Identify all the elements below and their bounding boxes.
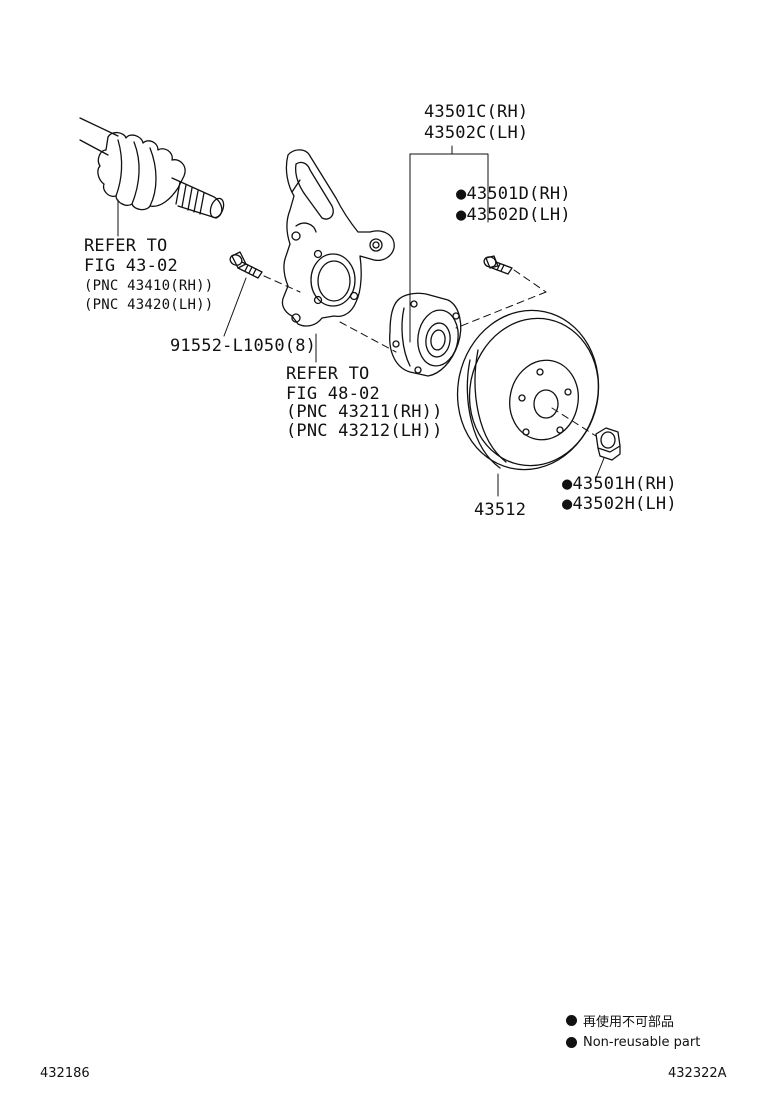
driveshaft-refer-line4: (PNC 43420(LH)) <box>84 297 214 313</box>
nut-lh: ●43502H(LH) <box>562 494 677 515</box>
hub-bolt-lh-text: 43502D(LH) <box>466 205 571 225</box>
hub-bolt-rh: ●43501D(RH) <box>456 184 571 205</box>
knuckle-refer-line4: (PNC 43212(LH)) <box>286 421 443 441</box>
disc-part-number: 43512 <box>474 500 527 520</box>
assembly-lines <box>263 269 597 437</box>
nut-lh-text: 43502H(LH) <box>572 494 677 514</box>
nut-rh: ●43501H(RH) <box>562 474 677 495</box>
hub-assy-lh: 43502C(LH) <box>424 123 529 143</box>
legend-row-en: Non-reusable part <box>566 1031 700 1053</box>
hub-bearing <box>389 145 489 377</box>
driveshaft-refer-line1: REFER TO <box>84 236 168 256</box>
legend: 再使用不可部品 Non-reusable part <box>566 1009 700 1053</box>
hub-bolt-lh: ●43502D(LH) <box>456 205 571 226</box>
non-reusable-mark: ● <box>456 184 467 204</box>
bullet-icon <box>566 1014 577 1026</box>
hub-nut <box>595 427 621 479</box>
drive-shaft <box>79 117 225 237</box>
bolt-part-number: 91552-L1050(8) <box>170 336 317 356</box>
legend-jp-text: 再使用不可部品 <box>583 1014 675 1030</box>
non-reusable-mark: ● <box>562 474 573 494</box>
non-reusable-mark: ● <box>562 494 573 514</box>
bullet-icon <box>566 1036 577 1048</box>
legend-en-text: Non-reusable part <box>583 1034 701 1050</box>
driveshaft-refer-line2: FIG 43-02 <box>84 256 178 276</box>
brake-disc <box>456 309 600 497</box>
knuckle-bolt <box>223 251 263 337</box>
knuckle-refer-line1: REFER TO <box>286 364 370 384</box>
driveshaft-refer-line3: (PNC 43410(RH)) <box>84 278 214 294</box>
hub-bolt <box>483 255 513 275</box>
hub-assy-rh: 43501C(RH) <box>424 102 529 122</box>
knuckle-refer-line3: (PNC 43211(RH)) <box>286 402 443 422</box>
nut-rh-text: 43501H(RH) <box>572 474 677 494</box>
legend-row-jp: 再使用不可部品 <box>566 1009 700 1031</box>
knuckle-refer-line2: FIG 48-02 <box>286 384 380 404</box>
footer-right-code: 432322A <box>668 1066 727 1081</box>
steering-knuckle <box>281 149 395 363</box>
hub-bolt-rh-text: 43501D(RH) <box>466 184 571 204</box>
non-reusable-mark: ● <box>456 205 467 225</box>
footer-left-code: 432186 <box>40 1066 90 1081</box>
